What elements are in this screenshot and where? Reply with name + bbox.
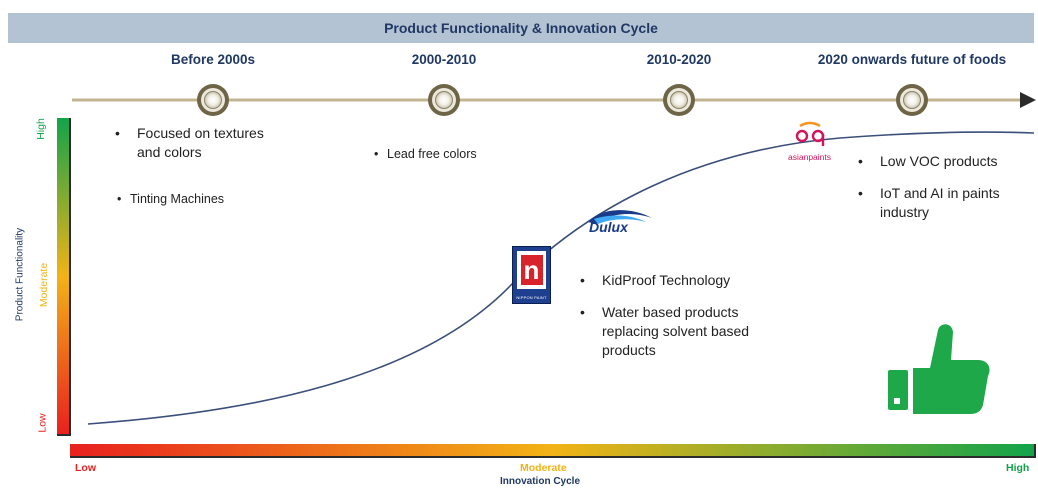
note-era2-lead-free: • Lead free colors — [374, 147, 477, 161]
bullet-icon: • — [580, 272, 585, 288]
milestone-node-1 — [197, 84, 229, 116]
bullet-icon: • — [115, 125, 120, 141]
x-level-moderate: Moderate — [520, 462, 567, 474]
y-axis-gradient-bar — [57, 118, 69, 434]
x-axis-gradient-bar — [70, 444, 1034, 456]
bullet-icon: • — [374, 147, 379, 161]
note-era4-low-voc: • Low VOC products — [858, 153, 998, 169]
era-label-before-2000s: Before 2000s — [170, 52, 256, 67]
x-level-high: High — [1006, 462, 1030, 474]
era-label-2010-2020: 2010-2020 — [646, 52, 712, 67]
nippon-paint-logo: n NIPPON PAINT — [512, 246, 551, 304]
bullet-icon: • — [858, 153, 863, 169]
note-era4-iot-ai: • IoT and AI in paints industry — [858, 185, 1000, 220]
note-era1-textures: • Focused on textures and colors — [115, 125, 264, 160]
thumbs-up-highlight — [894, 398, 900, 404]
milestone-node-4 — [896, 84, 928, 116]
asian-paints-logo-icon — [795, 121, 825, 146]
nippon-n-icon: n — [520, 255, 543, 285]
timeline — [72, 84, 1036, 116]
note-era3-water-based: • Water based products replacing solvent… — [580, 304, 750, 358]
era-label-2000-2010: 2000-2010 — [411, 52, 477, 67]
timeline-arrow-icon — [1020, 92, 1036, 108]
note-era1-tinting: • Tinting Machines — [117, 192, 225, 206]
diagram-title: Product Functionality & Innovation Cycle — [8, 13, 1034, 43]
dulux-logo-wordmark: Dulux — [589, 219, 628, 235]
dulux-logo-icon — [588, 210, 652, 224]
milestone-node-3 — [663, 84, 695, 116]
y-level-moderate: Moderate — [38, 262, 51, 308]
milestone-node-2 — [428, 84, 460, 116]
y-level-high: High — [34, 118, 47, 140]
bullet-icon: • — [117, 192, 122, 206]
y-axis-title: Product Functionality — [14, 227, 26, 322]
note-era3-kidproof: • KidProof Technology — [580, 272, 731, 288]
bullet-icon: • — [580, 304, 585, 320]
asian-paints-logo-wordmark: asianpaints — [788, 152, 832, 162]
y-level-low: Low — [36, 413, 49, 433]
x-axis-title: Innovation Cycle — [500, 476, 581, 487]
bullet-icon: • — [858, 185, 863, 201]
era-label-2020-onwards: 2020 onwards future of foods — [817, 52, 1007, 67]
nippon-logo-caption: NIPPON PAINT — [516, 295, 547, 300]
thumbs-up-icon — [888, 324, 990, 414]
x-level-low: Low — [75, 462, 96, 474]
